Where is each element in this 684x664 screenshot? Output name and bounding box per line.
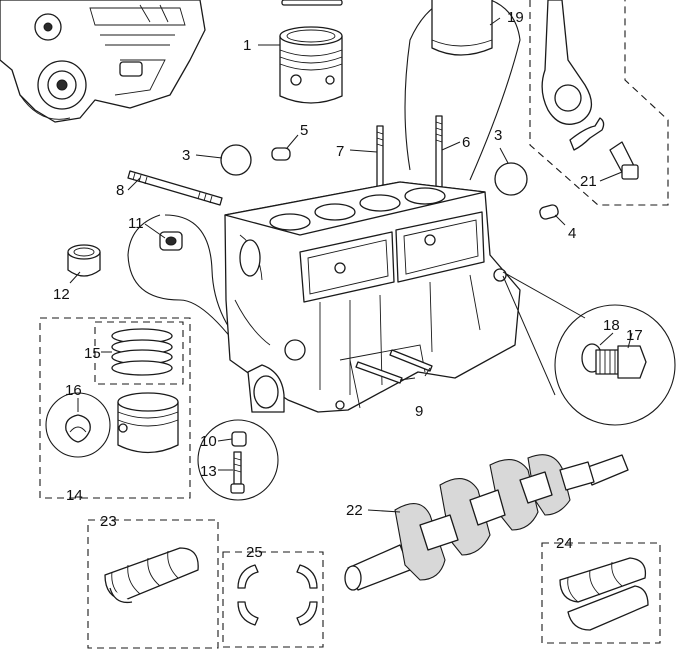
callout-1: 1 [243, 37, 251, 54]
callout-3b: 3 [494, 127, 502, 144]
callout-12: 12 [53, 286, 70, 303]
camshaft-bearing [67, 244, 101, 277]
callout-3a: 3 [182, 147, 190, 164]
cylinder-block [224, 181, 521, 413]
dowel-right [539, 204, 559, 220]
callout-21: 21 [580, 173, 597, 190]
piston-rings-group [39, 317, 191, 499]
callout-19: 19 [507, 9, 524, 26]
thrust-washers [222, 551, 324, 648]
dowel-bolt-callout [197, 419, 279, 501]
callout-6: 6 [462, 134, 470, 151]
head-stud-short [376, 125, 384, 189]
callout-4: 4 [568, 225, 576, 242]
callout-10: 10 [200, 433, 217, 450]
callout-numbers: 1 3 3 4 5 6 7 8 9 10 11 12 13 14 15 16 1… [53, 9, 643, 561]
block-studs [355, 349, 433, 384]
callout-24: 24 [556, 535, 573, 552]
callout-23: 23 [100, 513, 117, 530]
piston [279, 0, 343, 104]
callout-25: 25 [246, 544, 263, 561]
callout-8: 8 [116, 182, 124, 199]
callout-7: 7 [336, 143, 344, 160]
callout-14: 14 [66, 487, 83, 504]
long-stud [127, 170, 223, 206]
callout-18: 18 [603, 317, 620, 334]
connecting-rod-group [529, 0, 669, 206]
leader-lines [69, 17, 633, 513]
core-plug-left [220, 144, 252, 176]
callout-5: 5 [300, 122, 308, 139]
callout-17: 17 [626, 327, 643, 344]
dowel-top [271, 147, 291, 161]
drain-plug-callout [502, 271, 676, 426]
callout-13: 13 [200, 463, 217, 480]
head-stud-long [435, 115, 443, 195]
callout-15: 15 [84, 345, 101, 362]
big-end-bearing-shells [541, 542, 661, 644]
crankshaft [344, 454, 629, 591]
callout-9: 9 [415, 403, 423, 420]
assembled-engine-illustration [0, 0, 206, 123]
callout-11: 11 [128, 215, 144, 232]
main-bearing-shells-left [87, 519, 219, 649]
gallery-plug-callout [127, 214, 271, 383]
cylinder-liner [404, 0, 521, 181]
callout-22: 22 [346, 502, 363, 519]
core-plug-right [494, 162, 528, 196]
callout-16: 16 [65, 382, 82, 399]
